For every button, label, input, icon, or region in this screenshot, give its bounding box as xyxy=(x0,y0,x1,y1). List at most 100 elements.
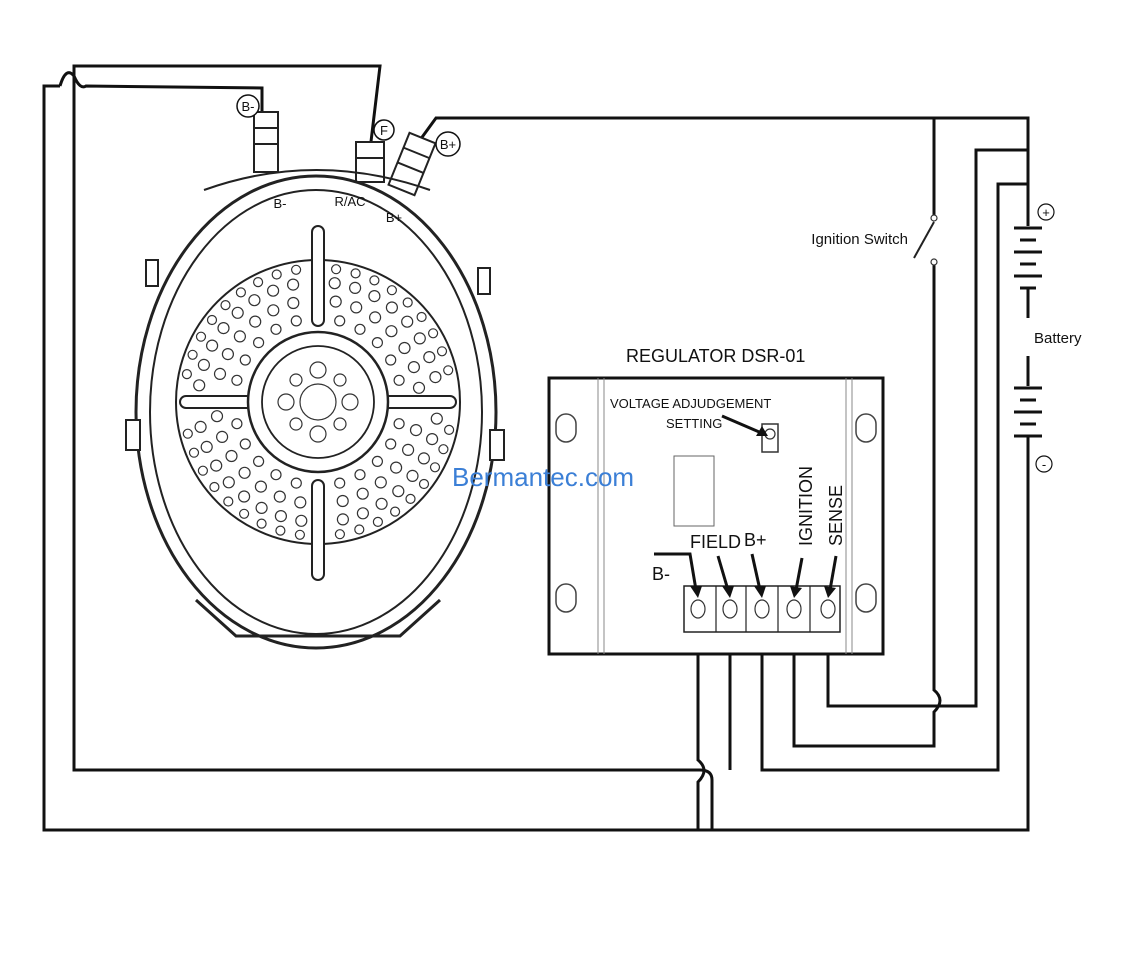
vent-hole xyxy=(235,287,246,298)
wire-reg-b-plus xyxy=(760,182,1028,772)
vent-hole xyxy=(406,469,419,482)
vent-hole xyxy=(217,322,230,335)
regulator-label-field: FIELD xyxy=(690,532,741,552)
vent-hole xyxy=(290,477,302,489)
housing-label-r-ac: R/AC xyxy=(334,194,365,209)
vent-hole xyxy=(393,418,405,430)
vent-hole xyxy=(368,290,381,303)
vent-hole xyxy=(336,494,349,508)
vent-hole xyxy=(354,469,366,481)
voltage-setting-line2: SETTING xyxy=(666,416,722,431)
vent-hole xyxy=(270,323,282,335)
vent-hole xyxy=(369,275,380,286)
vent-hole xyxy=(287,278,300,291)
terminal-marker-b-minus xyxy=(236,94,260,118)
battery-plus-label: + xyxy=(1042,205,1050,220)
vent-hole xyxy=(271,269,282,280)
vent-hole xyxy=(336,513,349,526)
vent-hole xyxy=(294,529,305,540)
wire-sense xyxy=(826,148,1028,708)
vent-hole xyxy=(350,268,361,279)
vent-hole xyxy=(372,516,383,528)
vent-hole xyxy=(273,490,286,503)
vent-hole xyxy=(210,410,224,423)
vent-hole xyxy=(385,325,398,338)
vent-hole xyxy=(354,524,365,535)
vent-hole xyxy=(390,506,401,517)
vent-hole xyxy=(416,311,427,323)
terminal-label-b-plus: B+ xyxy=(440,137,456,152)
regulator-label-sense: SENSE xyxy=(826,485,846,546)
vent-hole xyxy=(275,525,286,536)
vent-hole xyxy=(402,297,413,308)
terminal-post-b-plus xyxy=(387,131,437,197)
vent-hole xyxy=(417,452,430,465)
vent-hole xyxy=(418,478,430,490)
regulator-title: REGULATOR DSR-01 xyxy=(626,346,805,366)
terminal-b-plus xyxy=(754,599,770,619)
vent-hole xyxy=(290,315,302,327)
vent-hole xyxy=(398,341,411,355)
wires xyxy=(42,64,1030,832)
vent-hole xyxy=(409,424,423,437)
vent-hole xyxy=(438,444,449,455)
vent-hole xyxy=(239,354,251,366)
vent-hole xyxy=(423,351,436,364)
wire-field xyxy=(72,64,714,830)
ignition-switch-label: Ignition Switch xyxy=(811,231,908,248)
vent-hole xyxy=(405,493,416,504)
vent-hole xyxy=(181,369,192,380)
vent-hole xyxy=(334,477,346,489)
vent-hole xyxy=(194,420,207,433)
vent-hole xyxy=(407,361,420,374)
battery-label: Battery xyxy=(1034,330,1082,347)
vent-hole xyxy=(233,330,246,343)
battery-minus-marker xyxy=(1035,455,1053,473)
vent-hole xyxy=(188,447,200,458)
vent-hole xyxy=(356,487,369,500)
vent-hole xyxy=(428,328,439,339)
vent-hole xyxy=(436,346,448,357)
vent-hole xyxy=(216,430,229,443)
vent-hole xyxy=(385,301,398,314)
vent-hole xyxy=(221,348,234,361)
terminal-sense xyxy=(820,599,836,619)
vent-hole xyxy=(393,374,405,386)
vent-hole xyxy=(402,443,415,456)
vent-hole xyxy=(329,295,342,308)
terminal-label-field: F xyxy=(380,123,388,138)
vent-hole xyxy=(369,311,382,324)
vent-hole xyxy=(213,367,227,380)
vent-hole xyxy=(197,465,208,476)
vent-hole xyxy=(267,284,280,297)
vent-hole xyxy=(253,277,264,288)
vent-hole xyxy=(429,371,442,384)
vent-hole xyxy=(256,518,267,529)
housing-label-b-minus: B- xyxy=(274,196,287,211)
vent-hole xyxy=(291,264,302,275)
vent-hole xyxy=(430,412,443,425)
terminal-label-b-minus: B- xyxy=(242,99,255,114)
vent-hole xyxy=(225,449,238,463)
vent-hole xyxy=(270,469,282,481)
vent-hole xyxy=(209,481,220,493)
vent-hole xyxy=(238,466,251,479)
vent-hole xyxy=(334,529,345,540)
vent-hole xyxy=(386,285,397,296)
vent-hole xyxy=(444,424,455,435)
vent-hole xyxy=(238,490,251,503)
vent-hole xyxy=(253,455,265,467)
vent-hole xyxy=(401,315,414,328)
vent-hole xyxy=(375,497,388,510)
housing-label-b-plus: B+ xyxy=(386,210,402,225)
vent-hole xyxy=(371,455,383,467)
vent-hole xyxy=(222,476,235,489)
vent-hole xyxy=(231,418,243,430)
terminal-field xyxy=(722,599,738,619)
terminal-marker-field xyxy=(373,119,395,141)
terminal-marker-b-plus xyxy=(435,131,461,157)
vent-hole xyxy=(193,379,206,392)
vent-hole xyxy=(385,438,397,450)
vent-hole xyxy=(294,496,307,509)
alternator: B- R/AC B+ B- F B+ xyxy=(125,94,505,650)
